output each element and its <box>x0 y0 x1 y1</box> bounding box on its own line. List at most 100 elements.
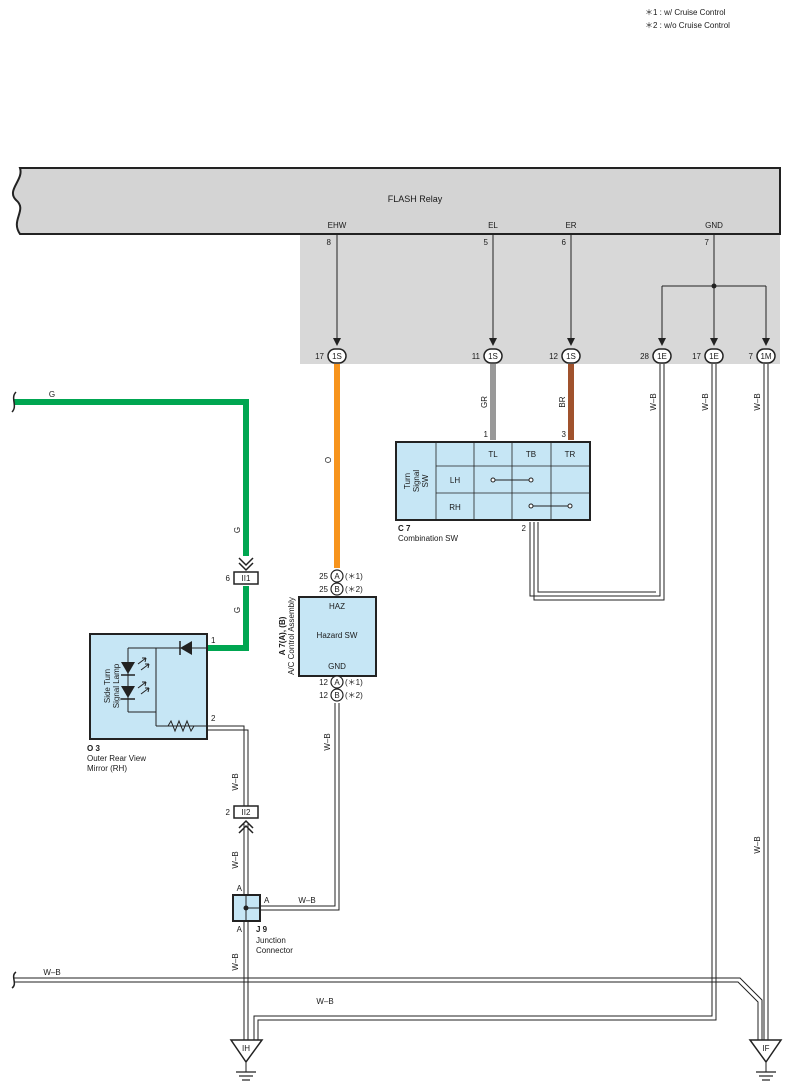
wire-wb-label-bottom-mid: W–B <box>316 997 333 1006</box>
svg-text:SW: SW <box>421 474 430 487</box>
wire-g-label-mid: G <box>233 527 242 533</box>
svg-text:12: 12 <box>319 678 328 687</box>
mirror-internal-circuit <box>127 647 207 733</box>
ground-ih: IH <box>229 1039 264 1081</box>
svg-text:1S: 1S <box>566 352 576 361</box>
wire-wb-label-1m7-lower: W–B <box>753 836 762 853</box>
wire-br-label: BR <box>558 396 567 407</box>
wire-wb-label-bottom-left: W–B <box>43 968 60 977</box>
mirror-pin-1: 1 <box>211 636 216 645</box>
svg-text:A/C Control Assembly: A/C Control Assembly <box>287 597 296 675</box>
svg-text:12: 12 <box>319 691 328 700</box>
combination-switch: TL TB TR LH RH Turn Signal SW 1 3 2 <box>395 430 591 533</box>
relay-connector-1s-el-pin: 11 <box>472 352 481 361</box>
wire-break-wb <box>11 971 17 989</box>
inline-connector-ii1: II1 6 <box>226 571 259 585</box>
relay-connector-1s-er-pin: 12 <box>549 352 558 361</box>
relay-junction-dot <box>711 283 717 289</box>
wire-break-g <box>11 391 17 413</box>
junction-name-line2: Connector <box>256 946 293 955</box>
wire-gr-label: GR <box>480 396 489 408</box>
relay-pin-gnd-label: GND <box>705 221 723 230</box>
svg-text:IF: IF <box>762 1044 769 1053</box>
svg-text:Signal Lamp: Signal Lamp <box>112 663 121 708</box>
wire-wb-label-mirror: W–B <box>231 773 240 790</box>
mirror-side-label: Side Turn Signal Lamp <box>103 663 121 708</box>
svg-text:1S: 1S <box>488 352 498 361</box>
wire-g-label-low: G <box>233 607 242 613</box>
svg-text:B: B <box>334 691 339 700</box>
hazard-switch-caption: A 7(A), (B) A/C Control Assembly <box>278 597 296 675</box>
inline-connector-ii2: II2 2 <box>226 805 259 819</box>
ground-if: IF <box>748 1039 783 1081</box>
relay-connector-1e-17: 1E 17 <box>692 348 724 364</box>
junction-name-line1: Junction <box>256 936 286 945</box>
relay-connector-1e-28: 1E 28 <box>640 348 672 364</box>
wire-wb-label-junction-top: W–B <box>231 851 240 868</box>
relay-pin-ehw-label: EHW <box>328 221 347 230</box>
wire-green-g-lower <box>205 586 249 651</box>
mirror-name-line1: Outer Rear View <box>87 754 146 763</box>
note-cruise-control: ＊1 : w/ Cruise Control <box>645 8 726 17</box>
combination-switch-contacts <box>490 477 573 509</box>
led-icon-upper <box>121 657 150 676</box>
relay-pin-er-number: 6 <box>562 238 567 247</box>
relay-pin-gnd-number: 7 <box>705 238 710 247</box>
svg-text:(＊2): (＊2) <box>345 585 363 594</box>
mirror-name-line2: Mirror (RH) <box>87 764 127 773</box>
relay-arrowheads <box>333 338 770 346</box>
hazard-switch-box <box>298 596 377 677</box>
svg-text:1E: 1E <box>657 352 667 361</box>
relay-pin-er-label: ER <box>565 221 576 230</box>
svg-text:A: A <box>334 572 340 581</box>
hazard-switch-top-connectors: A 25 (＊1) B 25 (＊2) <box>319 569 363 596</box>
svg-text:1S: 1S <box>332 352 342 361</box>
wire-wb-label-junction-bottom: W–B <box>231 953 240 970</box>
wire-g-label-top: G <box>49 390 55 399</box>
combination-switch-side-label: Turn Signal SW <box>403 470 430 492</box>
combination-switch-name: Combination SW <box>398 534 458 543</box>
connector-chevron-ii2 <box>238 819 254 834</box>
wire-green-g <box>14 399 249 556</box>
svg-text:A: A <box>334 678 340 687</box>
combination-switch-col-tb: TB <box>526 450 536 459</box>
wire-wb-label-junction-right: W–B <box>298 896 315 905</box>
combination-switch-row-lh: LH <box>450 476 460 485</box>
combination-switch-col-tl: TL <box>488 450 498 459</box>
led-icon-lower <box>121 681 150 700</box>
relay-connector-1s-el: 1S 11 <box>472 348 503 364</box>
relay-pin-el-label: EL <box>488 221 498 230</box>
svg-text:II2: II2 <box>242 808 251 817</box>
svg-text:25: 25 <box>319 585 328 594</box>
svg-text:Turn: Turn <box>403 473 412 489</box>
junction-code: J 9 <box>256 925 268 934</box>
flash-relay-name: FLASH Relay <box>388 194 443 204</box>
relay-connector-1e-28-pin: 28 <box>640 352 649 361</box>
inline-connector-ii1-pin: 6 <box>226 574 231 583</box>
wire-wb-label-1e28: W–B <box>649 393 658 410</box>
diode-icon <box>179 641 192 655</box>
junction-pin-top: A <box>237 884 243 893</box>
hazard-switch-label: Hazard SW <box>317 631 358 640</box>
combination-switch-pin-tl: 1 <box>484 430 489 439</box>
svg-text:1M: 1M <box>760 352 771 361</box>
inline-connector-ii2-pin: 2 <box>226 808 231 817</box>
mirror-pin-2: 2 <box>211 714 216 723</box>
combination-switch-pin-tr: 3 <box>562 430 567 439</box>
svg-text:B: B <box>334 585 339 594</box>
relay-connector-1s-ehw: 1S 17 <box>315 348 347 364</box>
svg-text:(＊1): (＊1) <box>345 572 363 581</box>
combination-switch-col-tr: TR <box>565 450 576 459</box>
wire-wb-label-hazard: W–B <box>323 733 332 750</box>
junction-pin-right: A <box>264 896 270 905</box>
flash-relay-box <box>11 167 781 235</box>
junction-connector-internal <box>245 895 260 921</box>
note-no-cruise-control: ＊2 : w/o Cruise Control <box>645 21 730 30</box>
relay-pin-el-number: 5 <box>484 238 489 247</box>
relay-connector-1e-17-pin: 17 <box>692 352 701 361</box>
wire-wb-double-lines <box>14 364 769 1040</box>
hazard-switch-gnd-pin: GND <box>328 662 346 671</box>
connector-chevron-ii1 <box>238 557 254 572</box>
svg-text:II1: II1 <box>242 574 251 583</box>
